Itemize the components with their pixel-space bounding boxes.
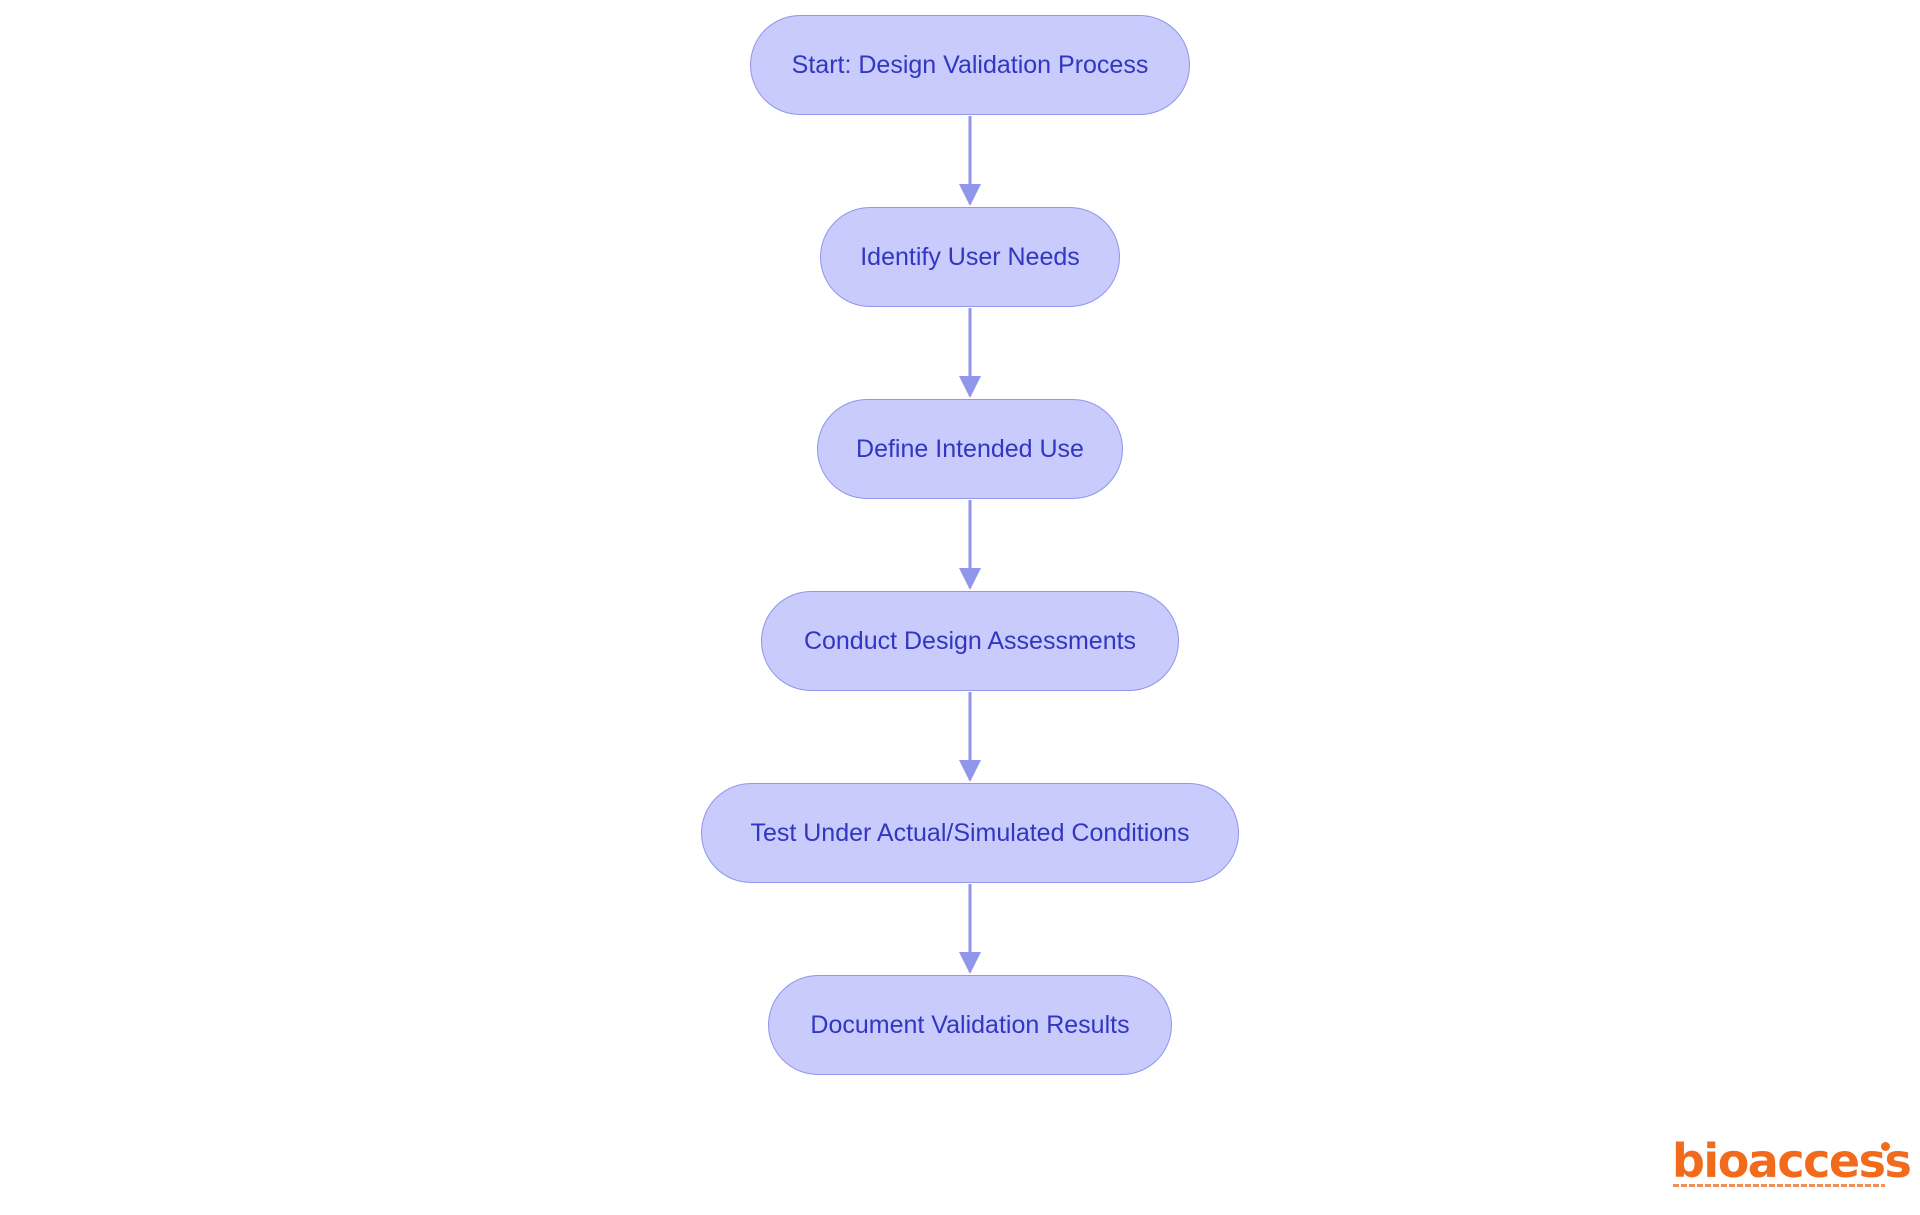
- arrowhead-conduct-test: [959, 760, 981, 782]
- node-document-validation-results: Document Validation Results: [768, 975, 1172, 1075]
- arrowhead-define-conduct: [959, 568, 981, 590]
- node-start: Start: Design Validation Process: [750, 15, 1190, 115]
- arrowhead-test-document: [959, 952, 981, 974]
- logo-tagline: [1673, 1184, 1885, 1187]
- node-conduct-design-assessments: Conduct Design Assessments: [761, 591, 1179, 691]
- registered-mark-icon: [1881, 1142, 1890, 1151]
- arrowhead-start-identify: [959, 184, 981, 206]
- node-define-intended-use: Define Intended Use: [817, 399, 1123, 499]
- node-identify-user-needs: Identify User Needs: [820, 207, 1120, 307]
- node-test-conditions: Test Under Actual/Simulated Conditions: [701, 783, 1239, 883]
- arrowhead-identify-define: [959, 376, 981, 398]
- logo-wordmark: bioaccess: [1672, 1134, 1912, 1188]
- bioaccess-logo: bioaccess: [1672, 1134, 1912, 1192]
